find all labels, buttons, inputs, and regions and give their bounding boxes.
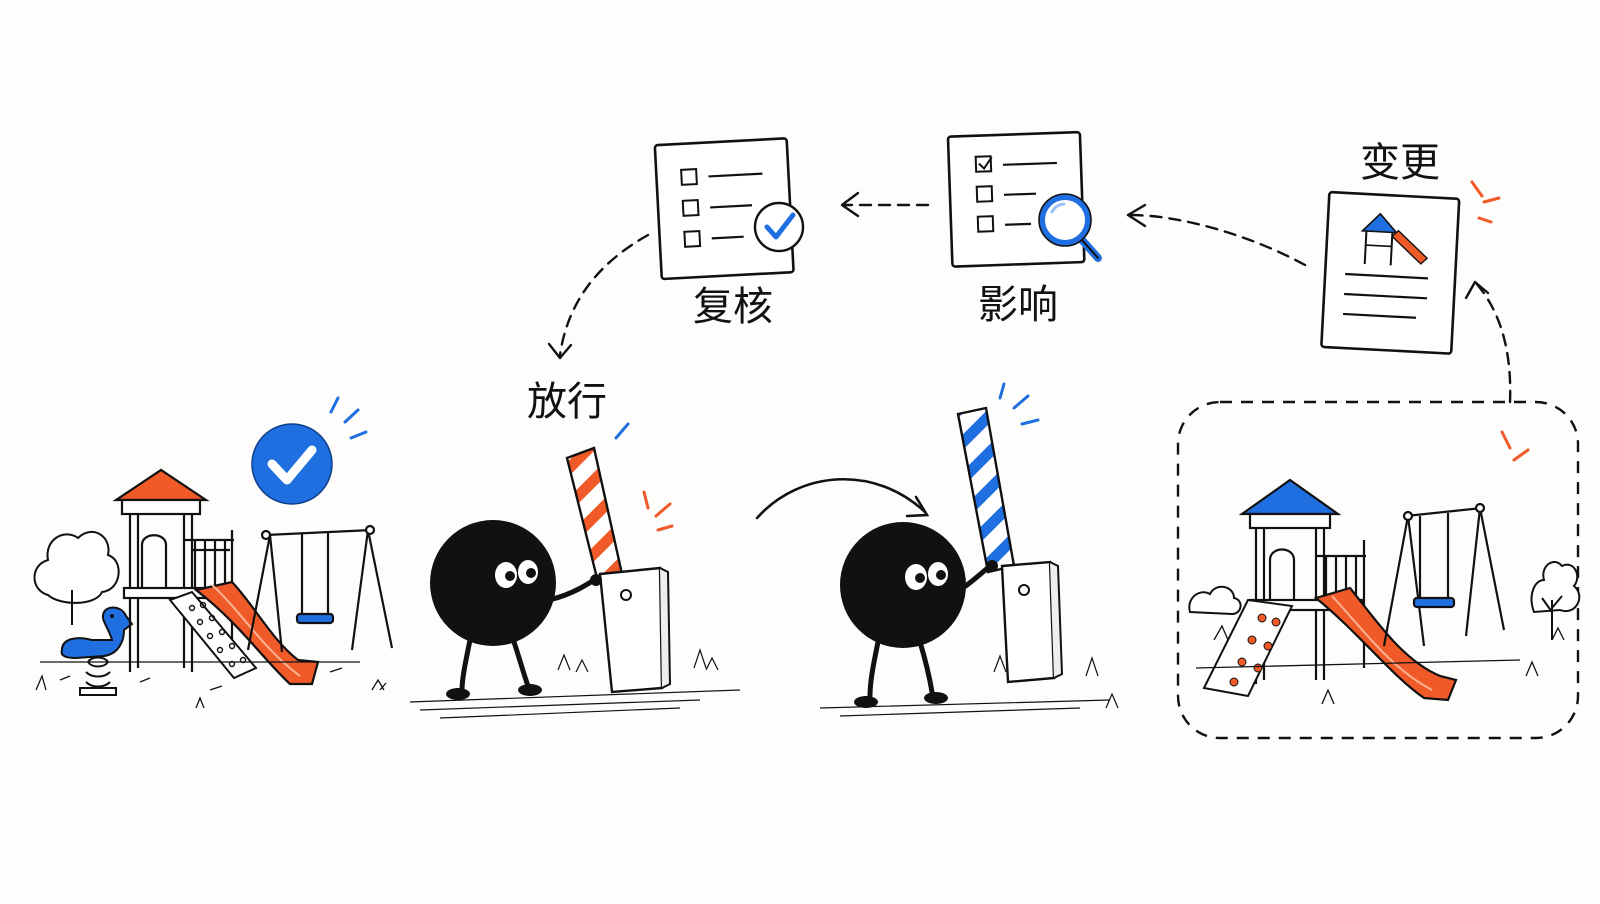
arrow-heads (547, 191, 1490, 360)
closed-gate (819, 382, 1119, 717)
approved-playground (33, 396, 394, 709)
flow-arrows (558, 203, 1512, 404)
selection-frame (1176, 400, 1580, 740)
check-circle-icon (753, 201, 805, 253)
arrow-change-to-impact (1128, 213, 1307, 267)
magnifier-icon (1038, 193, 1102, 262)
impact-label: 影响 (978, 282, 1058, 328)
tree-icon (33, 531, 120, 625)
frame-accent-marks (1500, 430, 1530, 462)
swing-set-icon (246, 524, 394, 653)
release-gate (409, 422, 741, 719)
climbing-wall-icon (168, 590, 258, 680)
character-left (430, 520, 602, 700)
change-document: 变更 (1320, 140, 1501, 355)
checklist-approved-icon (653, 137, 795, 281)
transition-arrow (755, 477, 930, 520)
slide-icon (1313, 586, 1458, 702)
change-label: 变更 (1360, 140, 1440, 186)
barrier-accent-marks (642, 490, 674, 532)
impact-document: 影响 (946, 130, 1102, 328)
climbing-wall-icon (1202, 598, 1294, 698)
ground-hatching (1195, 624, 1565, 705)
changed-playground (1176, 400, 1581, 740)
ground-shadow (409, 648, 741, 719)
bush-icon (1188, 561, 1581, 640)
spring-horse-icon (60, 606, 134, 696)
release-label: 放行 (527, 379, 607, 425)
badge-accent-marks (329, 396, 368, 440)
barrier-top-accent (614, 422, 630, 440)
review-document: 复核 (653, 137, 805, 330)
check-badge-icon (251, 423, 333, 505)
ground-hatching (35, 661, 387, 709)
character-right (840, 522, 998, 708)
arrow-playground-to-change (1473, 280, 1512, 404)
raised-barrier-accent-marks (998, 382, 1040, 426)
arrow-review-to-release (558, 233, 650, 357)
change-accent-marks (1470, 180, 1501, 224)
review-label: 复核 (693, 284, 773, 330)
swing-set-icon (1382, 502, 1506, 647)
boom-barrier-icon (565, 446, 672, 694)
document-with-playground-icon (1320, 190, 1461, 355)
boom-barrier-icon (956, 406, 1064, 684)
